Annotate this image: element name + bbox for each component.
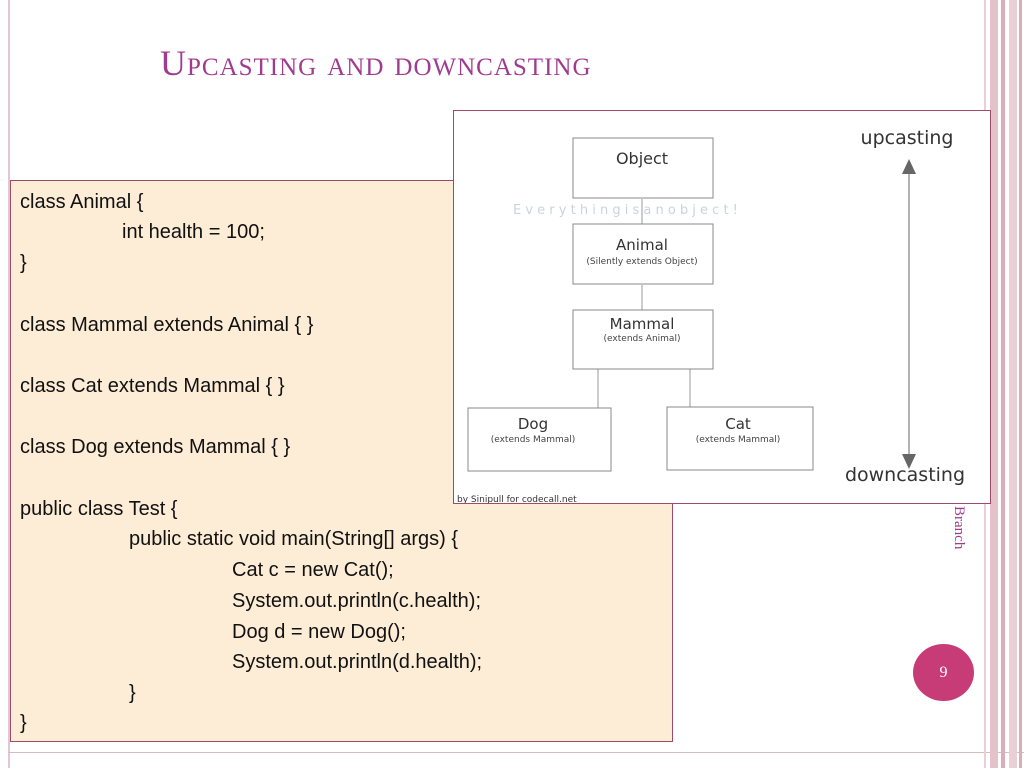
- dog-class-note: (extends Mammal): [491, 435, 576, 445]
- diagram-canvas: Object E v e r y t h i n g i s a n o b j…: [457, 127, 965, 504]
- code-line: int health = 100;: [122, 221, 265, 243]
- code-line: class Mammal extends Animal { }: [20, 314, 314, 336]
- cat-class-box: [666, 406, 814, 471]
- slide-title: Upcasting and downcasting: [160, 43, 592, 83]
- animal-class-note: (Silently extends Object): [586, 257, 697, 267]
- code-line: }: [129, 682, 136, 704]
- code-line: class Animal {: [20, 191, 144, 213]
- cat-class-note: (extends Mammal): [696, 435, 781, 445]
- code-line: }: [20, 712, 27, 734]
- code-line: Cat c = new Cat();: [232, 559, 394, 581]
- side-stripe: [990, 0, 998, 768]
- cat-class-name: Cat: [725, 415, 751, 433]
- page-number-badge: 9: [913, 644, 974, 701]
- dog-class-box: [467, 407, 612, 472]
- class-hierarchy-diagram: Object E v e r y t h i n g i s a n o b j…: [453, 110, 991, 504]
- mammal-class-note: (extends Animal): [604, 334, 681, 344]
- object-class-box: [572, 137, 714, 199]
- side-vertical-text: Branch: [951, 506, 967, 550]
- code-line: }: [20, 252, 27, 274]
- mammal-class-box: [572, 309, 714, 370]
- down-arrow-icon: [902, 454, 916, 469]
- side-stripe: [1009, 0, 1017, 768]
- downcasting-label: downcasting: [845, 464, 965, 486]
- up-arrow-icon: [902, 159, 916, 174]
- diagram-credit: by Sinipull for codecall.net: [457, 495, 577, 504]
- mammal-class-name: Mammal: [610, 315, 675, 333]
- slide-frame-bottom: [8, 752, 1024, 753]
- side-stripe: [1001, 0, 1005, 768]
- dog-class-name: Dog: [518, 415, 548, 433]
- code-line: class Cat extends Mammal { }: [20, 375, 285, 397]
- code-line: public static void main(String[] args) {: [129, 528, 459, 550]
- code-line: public class Test {: [20, 498, 178, 520]
- animal-class-box: [572, 223, 714, 285]
- diagram-watermark: E v e r y t h i n g i s a n o b j e c t …: [513, 203, 738, 218]
- code-line: System.out.println(d.health);: [232, 651, 483, 673]
- code-line: Dog d = new Dog();: [232, 621, 406, 643]
- object-class-name: Object: [616, 149, 668, 168]
- code-line: System.out.println(c.health);: [232, 590, 481, 612]
- slide-frame-left: [8, 0, 10, 768]
- animal-class-name: Animal: [616, 236, 668, 254]
- upcasting-label: upcasting: [861, 127, 954, 149]
- side-stripe: [1019, 0, 1022, 768]
- code-line: class Dog extends Mammal { }: [20, 436, 291, 458]
